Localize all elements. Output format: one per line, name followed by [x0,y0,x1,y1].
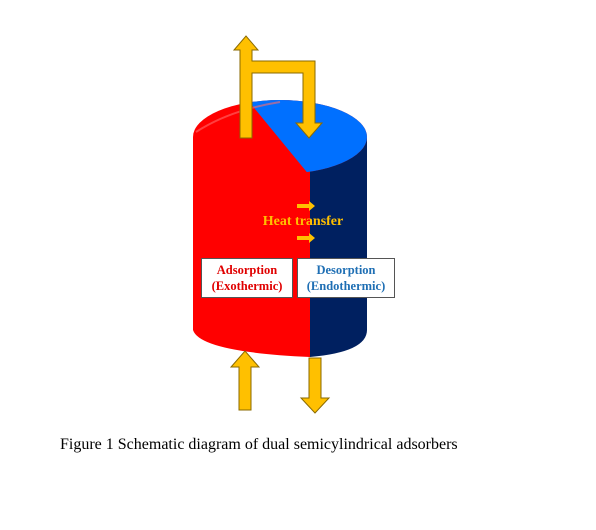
desorption-sublabel: (Endothermic) [306,279,386,293]
outlet-up-arrow[interactable] [232,35,324,139]
adsorption-half-bottom [193,330,310,357]
heat-arrow-top [297,201,315,211]
inlet-up-arrow[interactable] [229,350,261,411]
outlet-down-arrow[interactable] [299,357,331,414]
desorption-label-box: Desorption (Endothermic) [297,258,395,298]
figure-caption: Figure 1 Schematic diagram of dual semic… [60,436,458,453]
adsorption-half-body [193,137,310,357]
adsorption-label-box: Adsorption (Exothermic) [201,258,293,298]
desorption-half-body [310,137,367,357]
adsorption-label: Adsorption [216,263,278,277]
desorption-label: Desorption [316,263,376,277]
heat-transfer-label: Heat transfer [262,214,344,229]
heat-arrow-bottom [297,233,315,243]
adsorption-sublabel: (Exothermic) [211,279,283,293]
